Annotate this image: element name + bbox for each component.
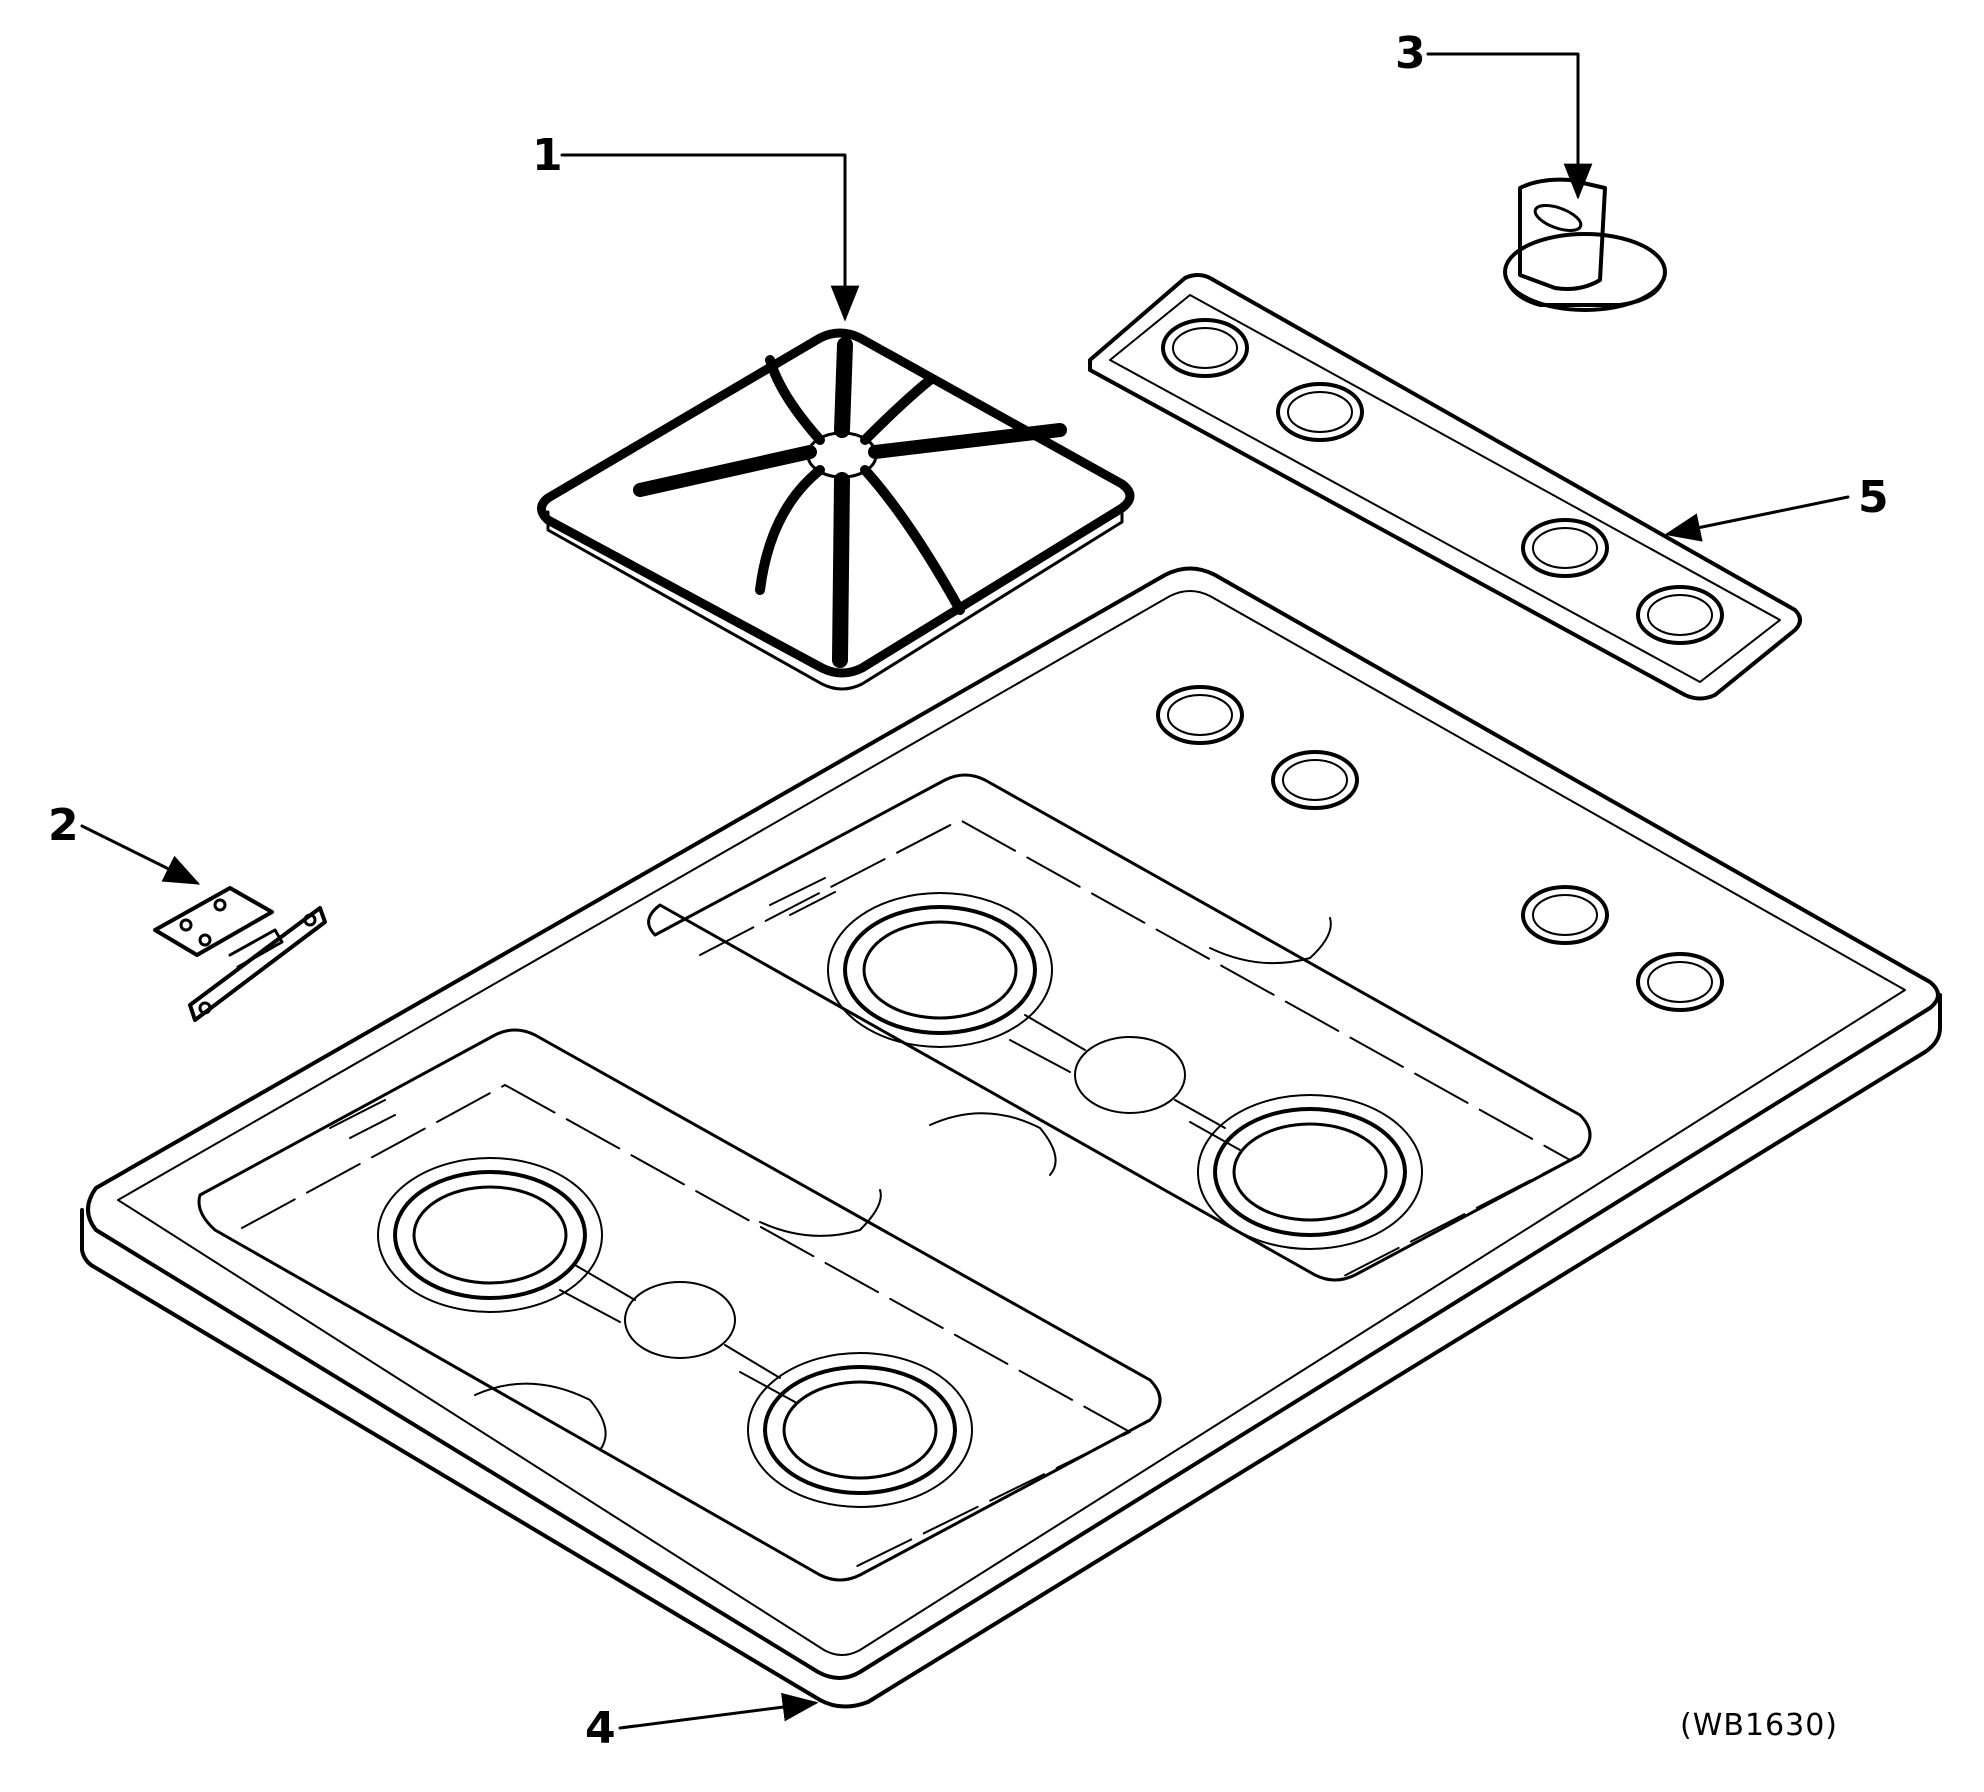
control-knob [1503,177,1667,312]
callout-1: 1 [532,130,860,322]
burner-left-front [747,1352,973,1508]
cooktop-main-top [80,566,1942,1709]
callout-2: 2 [48,800,201,885]
callout-3: 3 [1395,28,1593,200]
mounting-bracket [153,886,327,1022]
callout-2-number: 2 [48,800,79,851]
callout-1-number: 1 [532,130,563,181]
callout-4-number: 4 [585,1703,616,1754]
callout-5: 5 [1664,472,1889,542]
callout-4: 4 [585,1692,819,1754]
diagram-code: (WB1630) [1680,1708,1838,1743]
burner-left-back [377,1157,603,1313]
burner-grate [537,328,1135,691]
control-panel-overlay [1088,273,1802,701]
callout-5-number: 5 [1858,472,1889,523]
control-knob-openings [1156,685,1724,1012]
callout-3-number: 3 [1395,28,1426,79]
burner-right-back [827,892,1053,1048]
burner-right-front [1197,1094,1423,1250]
